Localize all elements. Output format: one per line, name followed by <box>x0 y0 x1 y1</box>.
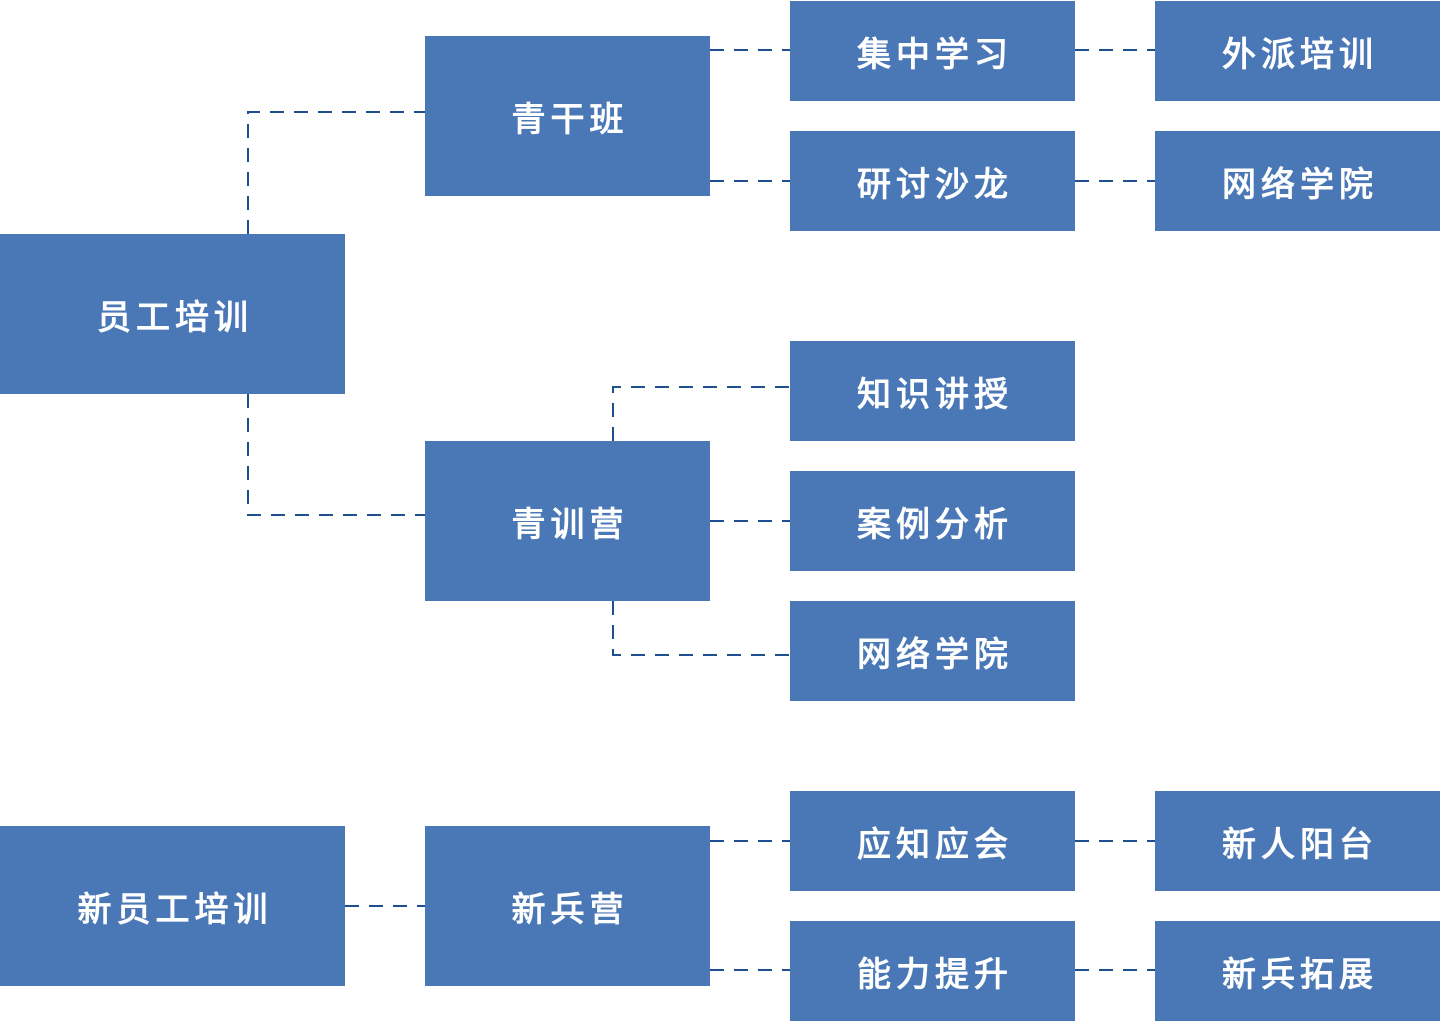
connector-employee-to-youth-cadre <box>247 111 425 234</box>
node-new-employee-training: 新员工培训 <box>0 826 345 986</box>
node-youth-training-camp: 青训营 <box>425 441 710 601</box>
connector-camp-to-knowledge <box>612 386 790 441</box>
node-online-academy-2: 网络学院 <box>790 601 1075 701</box>
node-centralized-study: 集中学习 <box>790 1 1075 101</box>
node-knowledge-lecture: 知识讲授 <box>790 341 1075 441</box>
node-label: 新员工培训 <box>77 889 273 930</box>
node-recruit-camp: 新兵营 <box>425 826 710 986</box>
node-recruit-expansion: 新兵拓展 <box>1155 921 1440 1021</box>
node-label: 网络学院 <box>857 634 1013 675</box>
node-newcomer-stage: 新人阳台 <box>1155 791 1440 891</box>
node-label: 青训营 <box>511 504 629 545</box>
node-label: 应知应会 <box>857 824 1013 865</box>
node-label: 新兵营 <box>511 889 629 930</box>
node-employee-training: 员工培训 <box>0 234 345 394</box>
node-youth-cadre-class: 青干班 <box>425 36 710 196</box>
node-label: 外派培训 <box>1222 34 1378 75</box>
node-external-training: 外派培训 <box>1155 1 1440 101</box>
node-label: 集中学习 <box>857 34 1013 75</box>
node-label: 知识讲授 <box>857 374 1013 415</box>
node-label: 能力提升 <box>857 954 1013 995</box>
node-label: 青干班 <box>511 99 629 140</box>
connector-camp-to-academy <box>612 601 790 656</box>
node-label: 新人阳台 <box>1222 824 1378 865</box>
node-case-analysis: 案例分析 <box>790 471 1075 571</box>
node-label: 案例分析 <box>857 504 1013 545</box>
node-essential-knowledge: 应知应会 <box>790 791 1075 891</box>
node-label: 新兵拓展 <box>1222 954 1378 995</box>
node-online-academy-1: 网络学院 <box>1155 131 1440 231</box>
node-ability-improvement: 能力提升 <box>790 921 1075 1021</box>
node-label: 网络学院 <box>1222 164 1378 205</box>
node-label: 员工培训 <box>97 297 253 338</box>
node-seminar-salon: 研讨沙龙 <box>790 131 1075 231</box>
connector-employee-to-youth-camp <box>247 394 425 516</box>
node-label: 研讨沙龙 <box>857 164 1013 205</box>
